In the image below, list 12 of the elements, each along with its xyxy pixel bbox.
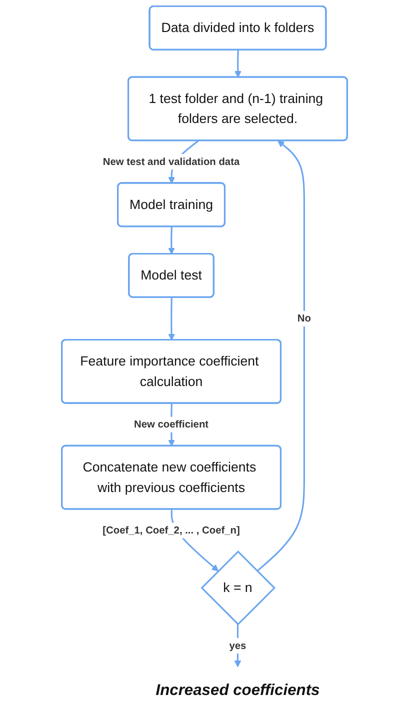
arrow (168, 226, 175, 254)
node-text: Increased coefficients (156, 682, 320, 699)
arrow (234, 624, 242, 668)
edge-label: New test and validation data (102, 156, 240, 168)
edge-label: [Coef_1, Coef_2, ... , Coef_n] (102, 524, 240, 536)
node-diamond: k = n (200, 550, 276, 626)
arrow (256, 140, 305, 572)
arrow (168, 298, 175, 340)
edge-label: No (297, 312, 311, 324)
edge-label: yes (229, 639, 246, 652)
arrow (234, 50, 242, 78)
edge-label: New coefficient (134, 418, 209, 430)
